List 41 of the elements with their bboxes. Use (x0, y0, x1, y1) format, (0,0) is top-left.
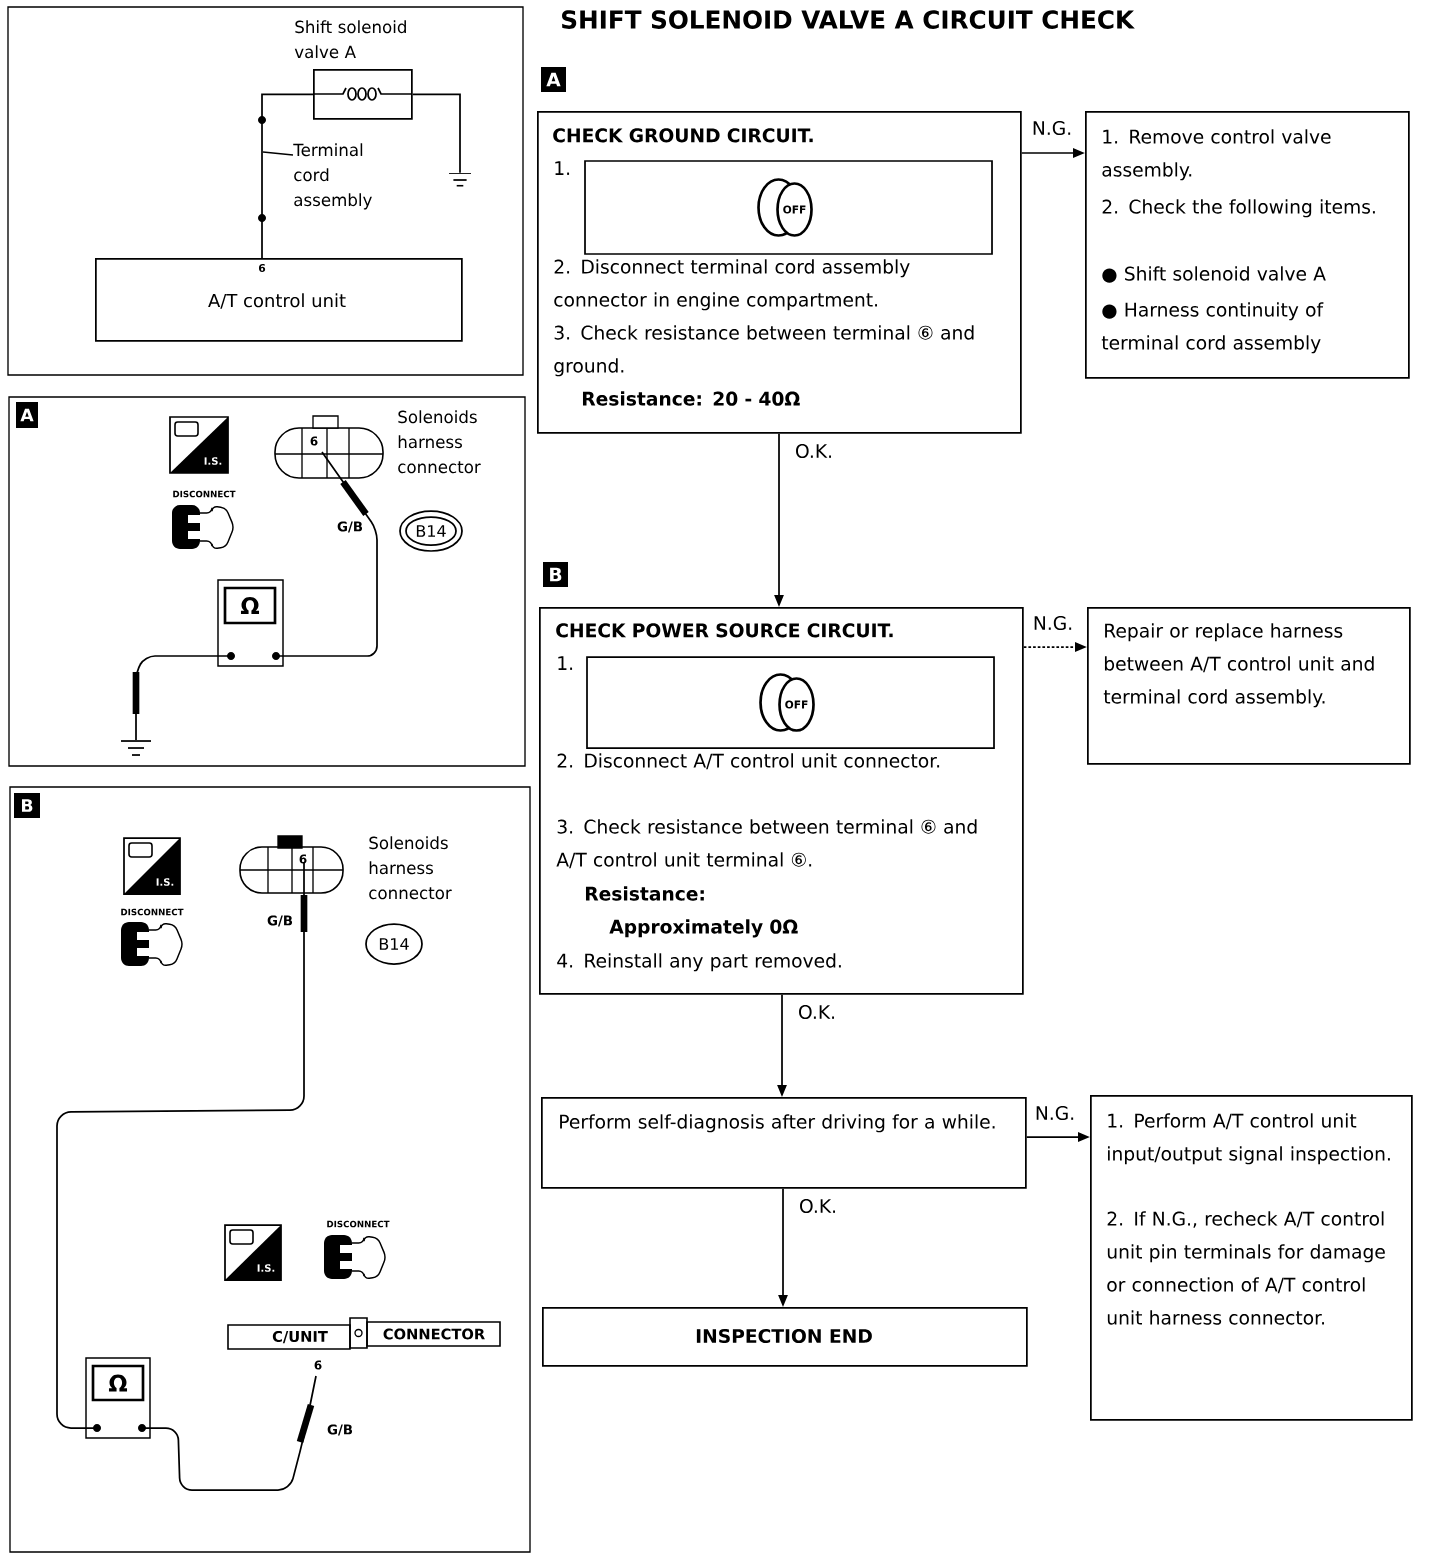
edge-label: O.K. (797, 1197, 839, 1215)
callout-text: Terminal cord assembly (293, 143, 372, 210)
multimeter: Ω (85, 1357, 151, 1439)
process-box: 1. Perform A/T control unit input/output signal inspection. 2. If N.G., recheck A/T control unit pin terminals for damage or connection of A/T control unit harness connector. (1090, 1095, 1413, 1421)
process-box: Perform self-diagnosis after driving for a while. (541, 1097, 1027, 1189)
wire (411, 93, 461, 174)
callout-text: Solenoids harness connector (398, 410, 481, 474)
disconnect-text: DISCONNECT (173, 490, 236, 498)
connector-code-badge: B14 (365, 923, 423, 965)
wire-color-code: G/B (327, 1424, 353, 1436)
node-label: Shift solenoid valve A (294, 20, 406, 59)
callout-text: Solenoids harness connector (369, 836, 452, 900)
disconnect-text: DISCONNECT (121, 908, 184, 916)
wire-color-code: G/B (267, 915, 293, 927)
connector-drawing: 6 (274, 415, 384, 479)
panel-tag: B (14, 793, 40, 818)
process-box: Repair or replace harness between A/T control unit and terminal cord assembly. (1087, 607, 1411, 765)
edge-label: N.G. (1031, 614, 1075, 632)
title: SHIFT SOLENOID VALVE A CIRCUIT CHECK (562, 10, 1135, 29)
connector-label: C/UNIT (227, 1324, 351, 1350)
control-unit-box: 6 A/T control unit (95, 258, 463, 342)
disconnect-text: DISCONNECT (327, 1220, 390, 1228)
ground-symbol (449, 173, 471, 187)
connector-label: CONNECTOR (366, 1321, 501, 1347)
process-box: INSPECTION END (542, 1307, 1028, 1367)
solenoid-box: Shift solenoid valve A (294, 20, 413, 120)
edge-label: N.G. (1030, 119, 1074, 137)
pin-number: 6 (314, 1360, 322, 1370)
edge-label: N.G. (1033, 1104, 1077, 1122)
step-tag: A (541, 67, 566, 92)
process-box: 1. Remove control valve assembly. 2. Check the following items. ● Shift solenoid valve A ● Harness continuity of terminal cord assembly (1085, 111, 1410, 379)
wire (258, 93, 314, 259)
step-tag: B (543, 562, 568, 587)
edge-label: O.K. (796, 1003, 838, 1021)
panel-tag: A (16, 402, 38, 428)
connector-drawing: 6 (239, 835, 344, 894)
wire-color-code: G/B (337, 521, 363, 533)
multimeter: Ω (217, 579, 284, 667)
connector-code-badge: B14 (399, 510, 463, 552)
edge-label: O.K. (793, 442, 835, 460)
leader-line (262, 151, 294, 156)
